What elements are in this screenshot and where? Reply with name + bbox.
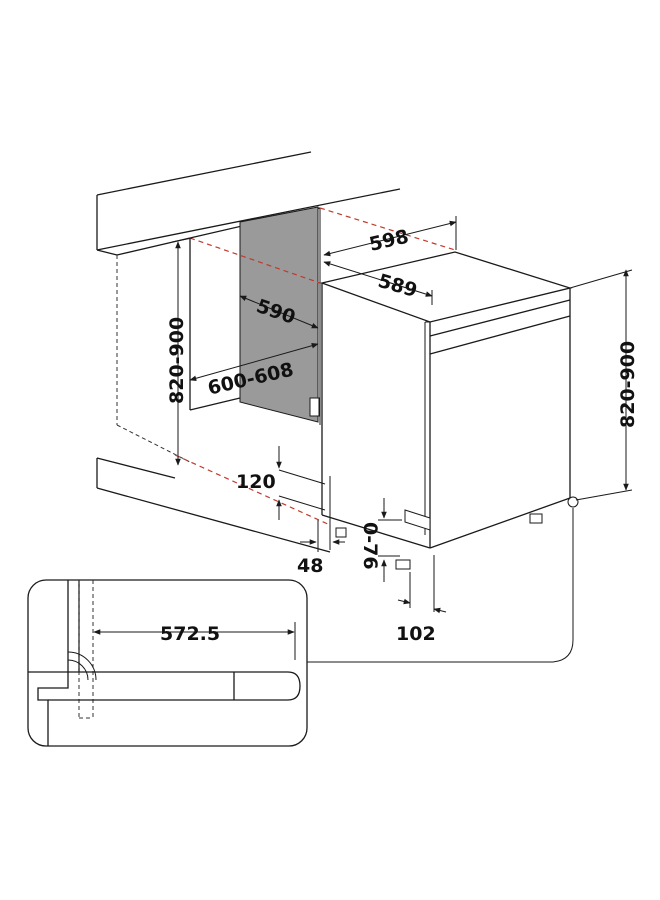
label-plinth-height: 120 <box>236 471 276 493</box>
label-plinth-offset: 48 <box>297 555 323 577</box>
label-foot-adjust: 0-76 <box>359 522 381 570</box>
dim-foot-adjust <box>378 498 402 582</box>
detail-view <box>27 579 308 747</box>
label-foot-setback: 102 <box>396 623 436 645</box>
dim-width-top <box>319 216 457 264</box>
label-detail-width: 572.5 <box>160 623 220 645</box>
dishwasher-body <box>319 251 573 549</box>
detail-callout-leader <box>307 508 574 663</box>
dim-niche-height <box>171 237 193 466</box>
niche-bracket <box>309 397 320 417</box>
dim-foot-setback <box>397 555 447 614</box>
dim-appliance-height <box>569 269 633 501</box>
label-width-top: 598 <box>367 226 411 256</box>
dishwasher-feet <box>335 496 579 570</box>
niche-outline <box>96 238 331 553</box>
dim-plinth-height <box>276 446 326 520</box>
dim-depth-top <box>323 261 433 305</box>
label-niche-height: 820-900 <box>166 317 188 404</box>
dim-plinth-offset <box>300 520 345 552</box>
dim-niche-depth <box>239 295 319 329</box>
dim-niche-width <box>189 343 319 381</box>
label-appliance-height: 820-900 <box>617 341 639 428</box>
